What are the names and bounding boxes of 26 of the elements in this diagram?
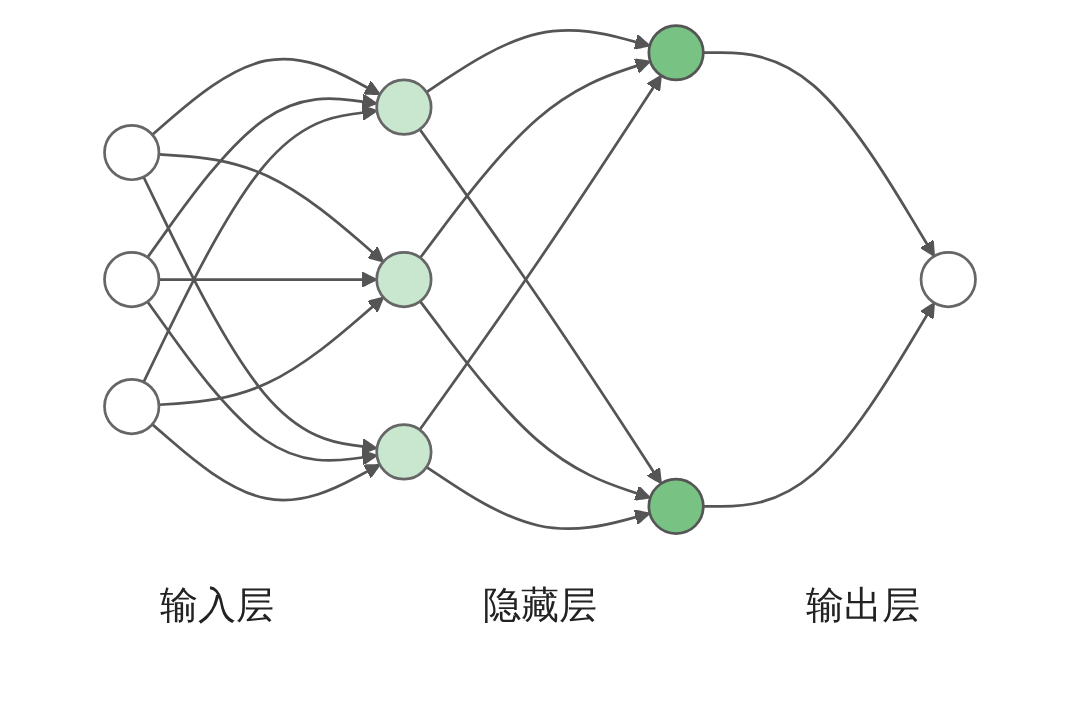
node-circle <box>919 251 977 309</box>
arrow <box>425 29 651 94</box>
arrow <box>158 297 385 407</box>
node-circle <box>375 423 433 481</box>
arrow <box>146 94 378 259</box>
node-circle <box>375 79 433 137</box>
node-circle <box>647 24 705 82</box>
node-circle <box>375 251 433 309</box>
arrow <box>418 128 662 485</box>
arrow <box>158 153 385 263</box>
layer-label: 隐藏层 <box>483 582 597 629</box>
arrow <box>151 423 381 502</box>
arrow <box>146 301 378 466</box>
arrow <box>418 75 662 432</box>
node-circle <box>103 378 161 436</box>
arrow <box>419 300 651 502</box>
arrow <box>419 58 651 260</box>
arrow <box>142 176 378 455</box>
node-circle <box>103 124 161 182</box>
arrow <box>703 51 935 258</box>
node-circle <box>647 478 705 536</box>
node-circle <box>103 251 161 309</box>
arrow <box>151 58 381 137</box>
layer-label: 输入层 <box>160 582 274 629</box>
layer-label: 输出层 <box>806 582 920 629</box>
arrow <box>703 302 935 509</box>
